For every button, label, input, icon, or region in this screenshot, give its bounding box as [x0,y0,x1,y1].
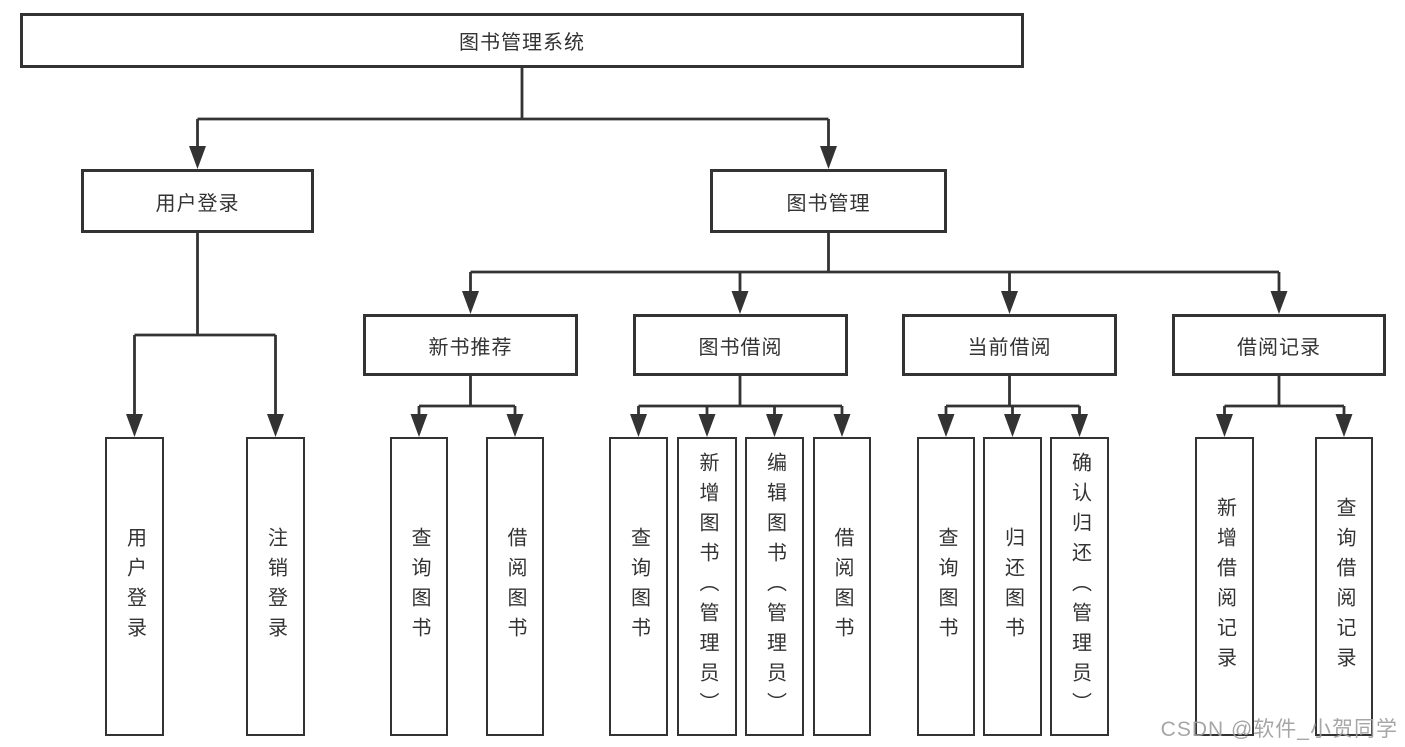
node-borrow-books-recommend: 借阅图书 [486,437,544,736]
connector-borrow-records [1223,376,1346,419]
node-user-login: 用户登录 [81,169,314,233]
arrow-icon [126,414,143,437]
node-confirm-return-admin: 确认归还（管理员） [1050,437,1109,736]
arrow-icon [1335,414,1353,437]
arrow-icon [506,414,524,437]
arrow-icon [1071,414,1088,437]
arrow-icon [462,291,479,314]
node-new-book-recommend: 新书推荐 [363,314,578,376]
arrow-icon [937,414,955,437]
connector-book-management [469,233,1281,295]
connector-user-login [133,233,277,419]
arrow-icon [820,146,837,169]
node-borrow-books-leaf: 借阅图书 [813,437,871,736]
node-query-books-current: 查询图书 [917,437,975,736]
node-add-borrow-record: 新增借阅记录 [1195,437,1254,736]
arrow-icon [1216,414,1233,437]
node-query-books-recommend: 查询图书 [390,437,448,736]
arrow-icon [1004,414,1021,437]
connector-book-borrow [637,376,844,419]
node-current-borrow: 当前借阅 [902,314,1117,376]
connector-current-borrow [944,376,1081,419]
arrow-icon [189,146,206,169]
arrow-icon [698,414,716,437]
node-user-login-leaf: 用户登录 [105,437,164,736]
node-return-books: 归还图书 [983,437,1042,736]
node-add-books-admin: 新增图书（管理员） [677,437,737,736]
arrowheads [126,146,1353,437]
connector-root [196,68,830,150]
arrow-icon [731,291,749,314]
node-root: 图书管理系统 [20,13,1024,68]
node-edit-books-admin: 编辑图书（管理员） [745,437,804,736]
arrow-icon [766,414,783,437]
watermark: CSDN @软件_小贺同学 [1160,718,1398,741]
node-logout: 注销登录 [246,437,305,736]
node-query-borrow-record: 查询借阅记录 [1315,437,1373,736]
arrow-icon [267,414,284,437]
arrow-icon [1001,291,1018,314]
node-book-borrow: 图书借阅 [633,314,848,376]
connector-new-book [417,376,517,419]
arrow-icon [630,414,647,437]
arrow-icon [410,414,428,437]
node-query-books-borrow: 查询图书 [609,437,668,736]
arrow-icon [1270,291,1288,314]
arrow-icon [833,414,851,437]
node-book-management: 图书管理 [710,169,947,233]
node-borrow-records: 借阅记录 [1172,314,1386,376]
